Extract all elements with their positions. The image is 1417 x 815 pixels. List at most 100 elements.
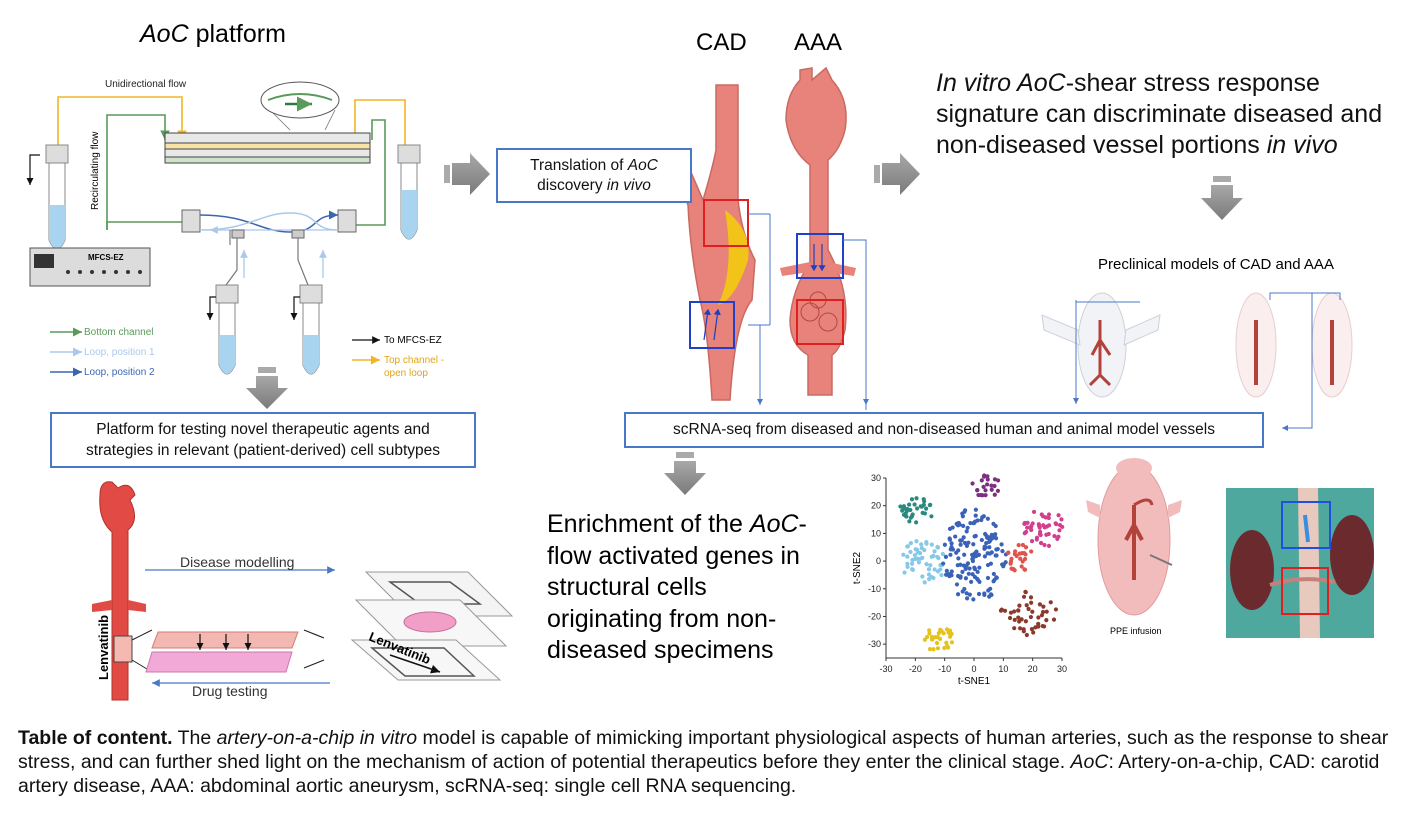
scatter-point bbox=[960, 569, 965, 574]
scatter-point bbox=[958, 575, 963, 580]
photo-diseased-box bbox=[1281, 567, 1329, 615]
aorta-aneurysm-illustration bbox=[780, 66, 869, 405]
scatter-point bbox=[927, 631, 932, 636]
scatter-point bbox=[993, 553, 998, 558]
scatter-point bbox=[1017, 603, 1022, 608]
aaa-healthy-box bbox=[796, 233, 844, 279]
scatter-point bbox=[972, 520, 977, 525]
scatter-point bbox=[989, 483, 994, 488]
scatter-point bbox=[913, 556, 918, 562]
enrichment-text: Enrichment of the AoC- flow activated ge… bbox=[547, 510, 807, 664]
scatter-point bbox=[993, 536, 999, 541]
signature-l3b: in vivo bbox=[1266, 131, 1338, 159]
signature-l3a: non-diseased vessel portions bbox=[936, 131, 1267, 159]
scatter-point bbox=[1029, 600, 1034, 605]
scatter-point bbox=[949, 569, 954, 574]
scatter-point bbox=[971, 597, 976, 602]
scatter-point bbox=[987, 545, 992, 550]
scatter-point bbox=[932, 549, 937, 554]
y-tick-label: 20 bbox=[871, 501, 881, 511]
scatter-point bbox=[985, 575, 991, 581]
scatter-point bbox=[975, 488, 980, 493]
scatter-point bbox=[907, 519, 912, 524]
x-tick-label: 30 bbox=[1057, 664, 1067, 674]
scatter-point bbox=[924, 506, 929, 511]
scatter-point bbox=[956, 548, 961, 553]
photo-healthy-box bbox=[1281, 501, 1331, 549]
scatter-point bbox=[1028, 595, 1034, 600]
scatter-point bbox=[948, 547, 953, 552]
scatter-point bbox=[986, 588, 991, 593]
chip-exploded-view: Lenvatinib bbox=[350, 571, 514, 681]
x-tick-label: -10 bbox=[938, 664, 951, 674]
chip-zoom-inset bbox=[260, 81, 340, 119]
scatter-point bbox=[914, 539, 919, 544]
scatter-point bbox=[963, 576, 969, 581]
signature-l1b: -shear stress response bbox=[1065, 69, 1320, 97]
enrich-l3: structural cells bbox=[547, 573, 707, 601]
scatter-point bbox=[960, 511, 965, 516]
caption-i1: artery-on-a-chip in vitro bbox=[216, 727, 418, 749]
caption-bold: Table of content. bbox=[18, 727, 173, 749]
x-tick-label: 20 bbox=[1028, 664, 1038, 674]
scatter-point bbox=[1007, 615, 1013, 621]
scatter-point bbox=[915, 547, 920, 553]
y-axis-label: t-SNE2 bbox=[852, 551, 863, 584]
green-flow-line bbox=[106, 114, 170, 230]
scatter-point bbox=[955, 592, 961, 597]
scatter-point bbox=[902, 570, 907, 575]
scatter-point bbox=[1012, 609, 1017, 614]
scatter-point bbox=[929, 542, 934, 547]
lenvatinib-vertical-label: Lenvatinib bbox=[96, 615, 111, 680]
scatter-point bbox=[972, 534, 977, 539]
scatter-point bbox=[1041, 604, 1046, 609]
scatter-point bbox=[919, 542, 924, 547]
translation-1a: Translation of bbox=[530, 156, 628, 174]
scatter-point bbox=[949, 541, 954, 546]
scatter-point bbox=[1037, 602, 1043, 607]
scatter-point bbox=[975, 518, 980, 523]
scatter-point bbox=[1037, 523, 1042, 528]
translation-1b: AoC bbox=[627, 156, 658, 174]
scatter-point bbox=[983, 488, 988, 493]
scatter-point bbox=[1046, 512, 1052, 517]
scatter-point bbox=[1012, 626, 1017, 631]
scatter-point bbox=[981, 484, 986, 489]
gray-arrow-down-1 bbox=[246, 367, 288, 409]
scatter-point bbox=[1024, 632, 1029, 638]
scatter-point bbox=[958, 542, 963, 547]
scatter-point bbox=[998, 608, 1004, 613]
cad-diseased-box bbox=[703, 199, 749, 247]
scatter-point bbox=[972, 566, 978, 572]
scatter-point bbox=[932, 567, 937, 572]
scatter-point bbox=[1030, 609, 1035, 614]
scatter-point bbox=[935, 554, 940, 560]
scatter-point bbox=[988, 561, 993, 566]
translation-2b: in vivo bbox=[606, 176, 651, 194]
scatter-point bbox=[1012, 617, 1017, 623]
scatter-point bbox=[935, 634, 940, 640]
scatter-point bbox=[922, 548, 927, 553]
legend-loop-2: Loop, position 2 bbox=[84, 367, 155, 378]
scatter-point bbox=[914, 496, 919, 501]
scatter-point bbox=[924, 562, 929, 567]
signature-text: In vitro AoC-shear stress response signa… bbox=[936, 68, 1382, 161]
scatter-point bbox=[971, 542, 976, 547]
scatter-point bbox=[938, 567, 943, 572]
scatter-point bbox=[995, 546, 1000, 552]
enrich-l5: diseased specimens bbox=[547, 636, 774, 664]
gray-arrow-down-2 bbox=[1201, 176, 1243, 220]
y-tick-label: 30 bbox=[871, 473, 881, 483]
scatter-point bbox=[912, 553, 918, 558]
legend-top-channel-1: Top channel - bbox=[384, 355, 444, 366]
ppe-infusion-label: PPE infusion bbox=[1110, 626, 1162, 636]
scatter-point bbox=[1044, 618, 1049, 623]
yellow-flow-line bbox=[57, 96, 187, 145]
scatter-point bbox=[985, 474, 990, 479]
scatter-point bbox=[917, 550, 923, 556]
scatter-point bbox=[907, 502, 912, 507]
scatter-point bbox=[985, 551, 990, 556]
scatter-point bbox=[953, 534, 958, 539]
scatter-point bbox=[931, 647, 936, 652]
